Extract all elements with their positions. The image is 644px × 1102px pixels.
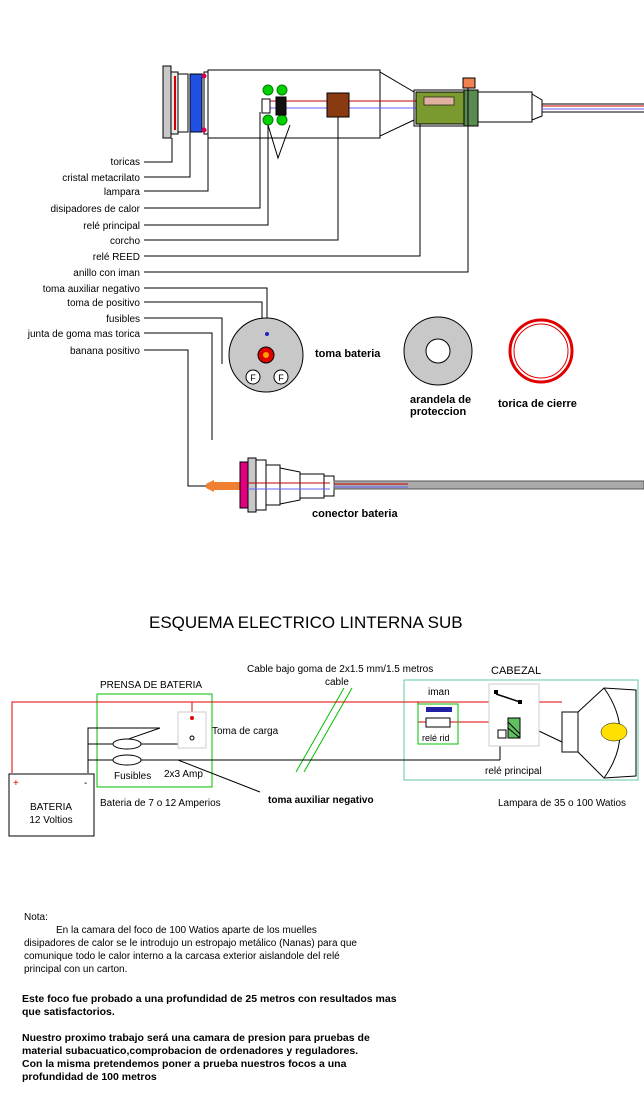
rele-rid-label: relé rid [422, 733, 450, 743]
battery-connector [206, 457, 644, 513]
test-line-1: Este foco fue probado a una profundidad … [22, 993, 397, 1005]
bateria-desc: Bateria de 7 o 12 Amperios [100, 798, 221, 809]
amp-label: 2x3 Amp [164, 769, 203, 780]
battery-box [8, 773, 95, 837]
label-toricas: toricas [111, 157, 140, 168]
label-junta: junta de goma mas torica [27, 329, 141, 340]
battery-plus: + [13, 778, 19, 789]
arandela-label-2: proteccion [410, 406, 467, 418]
label-toma-positivo: toma de positivo [67, 298, 140, 309]
label-corcho: corcho [110, 236, 140, 247]
leader-lines [144, 88, 469, 487]
prensa-box [96, 693, 213, 788]
schematic-title: ESQUEMA ELECTRICO LINTERNA SUB [149, 613, 463, 632]
note-line-2: disipadores de calor se le introdujo un … [24, 938, 357, 949]
label-cristal: cristal metacrilato [62, 173, 140, 184]
label-rele-reed: relé REED [93, 252, 140, 263]
test-line-2: que satisfactorios. [22, 1006, 115, 1018]
lamp-symbol [561, 687, 637, 779]
label-toma-aux-neg: toma auxiliar negativo [43, 284, 141, 295]
bateria-volts: 12 Voltios [29, 815, 72, 826]
label-lampara: lampara [104, 187, 141, 198]
label-fusibles: fusibles [106, 314, 140, 325]
fuse-letter-right: F [278, 373, 284, 383]
iman-label: iman [428, 687, 450, 698]
note-line-3: comunique todo le calor interno a la car… [24, 951, 340, 962]
note-line-1: En la camara del foco de 100 Watios apar… [56, 925, 317, 936]
fusibles-label: Fusibles [114, 771, 151, 782]
toma-bateria-plug: F F [228, 317, 304, 393]
prensa-label: PRENSA DE BATERIA [100, 680, 202, 691]
label-anillo: anillo con iman [73, 268, 140, 279]
label-rele-principal: relé principal [83, 221, 140, 232]
note-line-4: principal con un carton. [24, 964, 128, 975]
label-banana: banana positivo [70, 346, 140, 357]
toma-carga-label: Toma de carga [212, 726, 279, 737]
flashlight-head [162, 65, 644, 139]
fuse-letter-left: F [250, 373, 256, 383]
conector-bateria-label: conector bateria [312, 508, 398, 520]
next-line-1: Nuestro proximo trabajo será una camara … [22, 1032, 370, 1044]
rele-principal-label: relé principal [485, 766, 542, 777]
main-relay-symbol [488, 683, 540, 747]
note-block: Nota: En la camara del foco de 100 Watio… [24, 911, 624, 976]
toma-aux-neg-label: toma auxiliar negativo [268, 795, 374, 806]
cable-label: cable [325, 677, 349, 688]
lampara-desc: Lampara de 35 o 100 Watios [498, 798, 626, 809]
next-line-4: profundidad de 100 metros [22, 1071, 157, 1083]
next-line-3: Con la misma pretendemos poner a prueba … [22, 1058, 347, 1070]
toma-bateria-label: toma bateria [315, 348, 381, 360]
arandela-label-1: arandela de [410, 394, 471, 406]
torica-cierre-ring [508, 318, 574, 384]
cable-note: Cable bajo goma de 2x1.5 mm/1.5 metros [247, 664, 433, 675]
note-label: Nota: [24, 912, 48, 923]
torica-cierre-label: torica de cierre [498, 398, 577, 410]
bateria-label: BATERIA [30, 802, 72, 813]
arandela [403, 316, 473, 386]
fuse-symbols [112, 738, 142, 766]
cabezal-box [403, 679, 639, 781]
next-work-paragraph: Nuestro proximo trabajo será una camara … [22, 1032, 632, 1084]
label-disipadores: disipadores de calor [51, 204, 141, 215]
cabezal-label: CABEZAL [491, 665, 541, 677]
battery-minus: - [84, 778, 87, 789]
rele-rid-box [417, 703, 459, 745]
test-paragraph: Este foco fue probado a una profundidad … [22, 993, 632, 1019]
next-line-2: material subacuatico,comprobacion de ord… [22, 1045, 359, 1057]
